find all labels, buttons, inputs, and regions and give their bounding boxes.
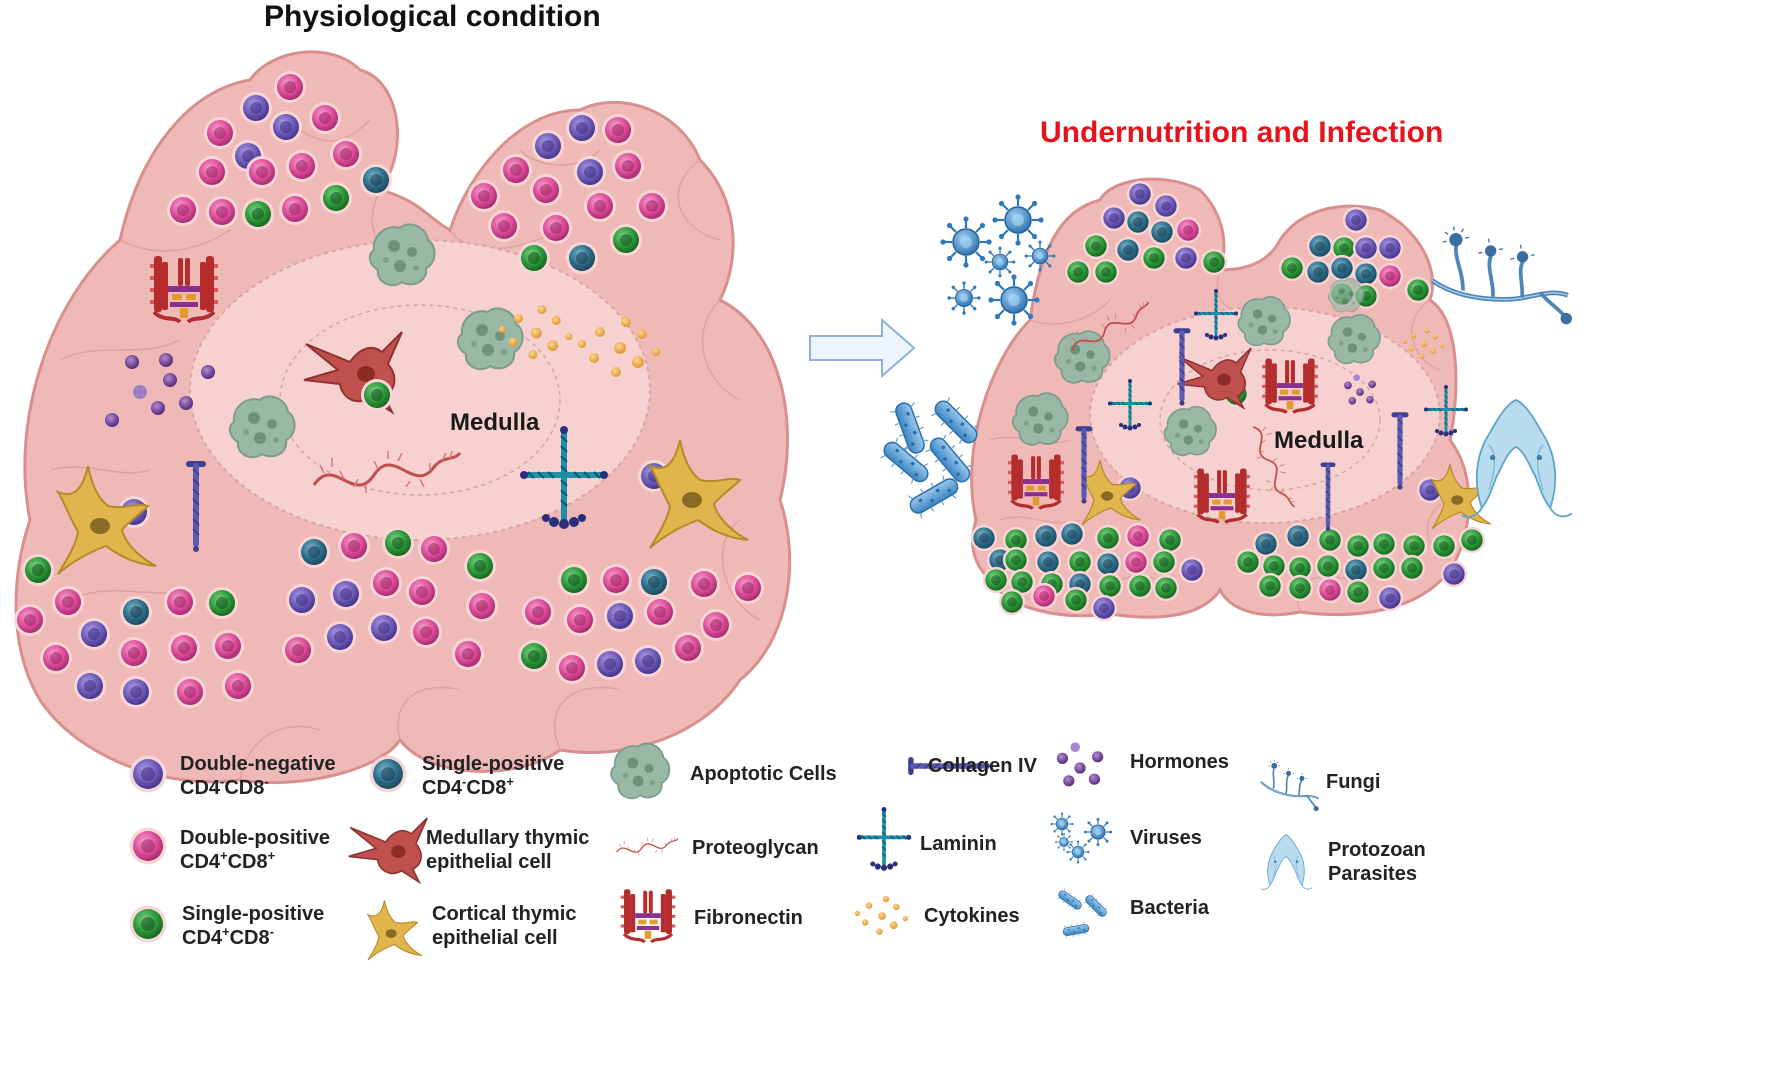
legend-laminin: Laminin [856,806,997,872]
legend-viruses: Viruses [1049,811,1202,865]
title-physiological: Physiological condition [264,0,601,33]
legend-hormones-label: Hormones [1130,751,1229,773]
legend-fungi: Fungi [1259,758,1380,813]
legend-proteoglycan-label: Proteoglycan [692,837,819,859]
legend-cortical-line2: epithelial cell [432,927,558,949]
title-infection: Undernutrition and Infection [1040,116,1443,149]
legend-fibronectin: Fibronectin [619,887,803,944]
medulla-inner-ring [279,304,561,496]
medulla-label-right: Medulla [1274,427,1364,454]
legend-double-positive: Double-positive CD4+CD8+ [129,827,330,873]
legend-dn-line1: Double-negative [180,753,336,775]
legend-dp-line1: Double-positive [180,827,330,849]
legend-laminin-label: Laminin [920,833,997,855]
legend-cortical-line1: Cortical thymic [432,903,576,925]
bacteria-cluster [876,393,985,522]
legend-bacteria-label: Bacteria [1130,897,1210,919]
legend-protozoa-line2: Parasites [1328,863,1417,885]
legend-cytokines-label: Cytokines [924,905,1020,927]
legend-bacteria: Bacteria [1055,886,1210,940]
legend-hormones: Hormones [1056,742,1229,787]
medulla-inner-ring-right [1159,349,1381,491]
protozoa-right [1461,399,1573,518]
legend-protozoa-line1: Protozoan [1328,839,1426,861]
thymus-infection: Medulla [970,177,1492,622]
legend-medullary-line2: epithelial cell [426,851,552,873]
legend-sp8-line2: CD4-CD8+ [422,774,514,799]
legend-single-positive-cd8: Single-positive CD4-CD8+ [369,753,564,799]
legend-fungi-label: Fungi [1326,771,1380,793]
legend-proteoglycan: Proteoglycan [615,837,819,859]
legend-cortical-cell: Cortical thymic epithelial cell [367,899,576,961]
legend-medullary-cell: Medullary thymic epithelial cell [347,817,589,883]
legend-viruses-label: Viruses [1130,827,1202,849]
legend-medullary-line1: Medullary thymic [426,827,589,849]
hormones-left [105,353,215,427]
legend-single-positive-cd4: Single-positive CD4+CD8- [129,903,324,949]
legend: Double-negative CD4-CD8- Double-positive… [129,742,1426,961]
legend-protozoa: Protozoan Parasites [1260,834,1426,890]
legend-cytokines: Cytokines [854,895,1020,935]
legend-sp4-line1: Single-positive [182,903,324,925]
legend-sp8-line1: Single-positive [422,753,564,775]
legend-collagen: Collagen IV [907,755,1038,777]
legend-dn-line2: CD4-CD8- [180,774,269,799]
legend-sp4-line2: CD4+CD8- [182,924,274,949]
legend-apoptotic: Apoptotic Cells [610,742,837,800]
legend-collagen-label: Collagen IV [928,755,1038,777]
legend-fibronectin-label: Fibronectin [694,907,803,929]
legend-dp-line2: CD4+CD8+ [180,848,276,873]
medulla-label-left: Medulla [450,409,540,436]
thymus-physiological: Medulla [14,50,792,785]
legend-apoptotic-label: Apoptotic Cells [690,763,837,785]
transition-arrow [809,317,916,379]
legend-double-negative: Double-negative CD4-CD8- [129,753,336,799]
